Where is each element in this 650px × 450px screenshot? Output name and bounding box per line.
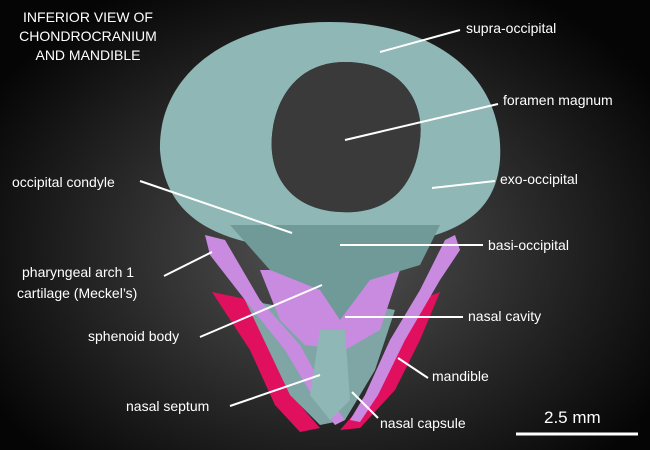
leader-lines [139, 29, 499, 419]
label-nasal-capsule: nasal capsule [380, 415, 466, 431]
meckels-cartilage-shape-right [350, 235, 460, 422]
foramen-magnum-hole [271, 62, 421, 213]
label-sphenoid-body: sphenoid body [88, 328, 180, 344]
label-occipital-condyle: occipital condyle [12, 174, 115, 190]
label-pharyngeal-arch: pharyngeal arch 1 [22, 264, 135, 280]
label-nasal-septum: nasal septum [126, 398, 210, 414]
title-line: AND MANDIBLE [35, 47, 141, 63]
occipital-ring [159, 22, 501, 250]
label-nasal-cavity: nasal cavity [468, 308, 542, 324]
nasal-septum-shape [310, 330, 350, 420]
label-meckels-cartilage: cartilage (Meckel’s) [17, 285, 138, 301]
title-line: CHONDROCRANIUM [19, 28, 157, 44]
figure-title: INFERIOR VIEW OF CHONDROCRANIUM AND MAND… [8, 8, 168, 65]
basi-occipital-shape [230, 225, 440, 320]
title-line: INFERIOR VIEW OF [23, 9, 153, 25]
scale-bar-label: 2.5 mm [544, 408, 601, 427]
sphenoid-shape [260, 270, 400, 350]
label-mandible: mandible [432, 368, 489, 384]
label-foramen-magnum: foramen magnum [503, 92, 613, 108]
label-basi-occipital: basi-occipital [488, 237, 569, 253]
label-exo-occipital: exo-occipital [500, 171, 578, 187]
label-supra-occipital: supra-occipital [466, 20, 557, 36]
